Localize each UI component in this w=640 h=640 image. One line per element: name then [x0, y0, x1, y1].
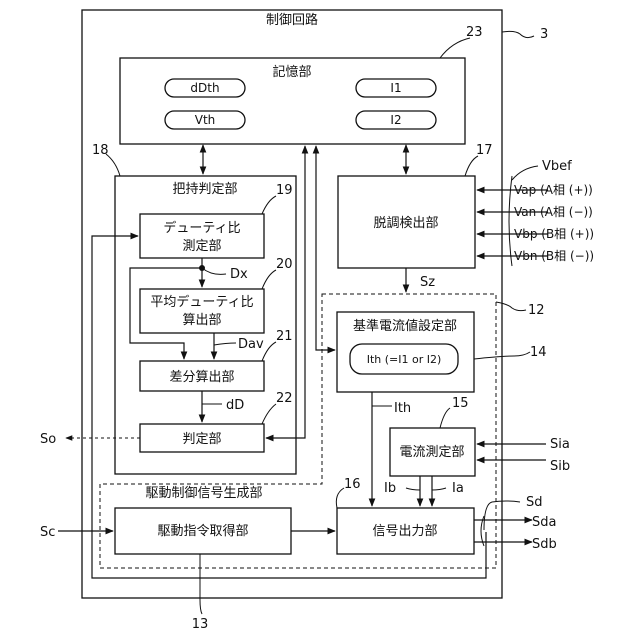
ref-13: 13 [192, 617, 209, 632]
ref-18: 18 [92, 143, 109, 158]
sz-label: Sz [420, 275, 435, 290]
vbef-label: Vbef [542, 159, 572, 174]
dav-label: Dav [238, 337, 264, 352]
ith-label: Ith [394, 401, 411, 416]
ref-12: 12 [528, 303, 545, 318]
storage-label: 記憶部 [272, 64, 311, 80]
ib-label: Ib [384, 481, 396, 496]
sib-label: Sib [550, 459, 570, 474]
ref-21: 21 [276, 329, 293, 344]
drive-cmd-label: 駆動指令取得部 [157, 523, 248, 539]
diff-calc-label: 差分算出部 [169, 370, 234, 385]
drive-gen-label: 駆動制御信号生成部 [145, 486, 262, 501]
sia-label: Sia [550, 437, 570, 452]
ref-15: 15 [452, 396, 469, 411]
ref-20: 20 [276, 257, 293, 272]
van-label: Van (A相 (−)) [514, 205, 593, 219]
vbef-leader [512, 166, 538, 180]
signal-out-label: 信号出力部 [372, 524, 437, 539]
i2-label: I2 [390, 113, 401, 127]
vth-label: Vth [195, 113, 216, 127]
control-circuit-label: 制御回路 [266, 12, 318, 28]
ref-17: 17 [476, 143, 493, 158]
ref-14: 14 [530, 345, 547, 360]
ref-19: 19 [276, 183, 293, 198]
duty-measure-label-1: デューティ比 [163, 220, 240, 236]
vbp-label: Vbp (B相 (+)) [514, 227, 594, 241]
dd-label: dD [226, 398, 244, 413]
so-label: So [40, 432, 56, 447]
ith-formula: Ith (=I1 or I2) [367, 353, 442, 366]
duty-measure-label-2: 測定部 [182, 239, 221, 254]
ref-leader-3 [502, 31, 534, 37]
vbn-label: Vbn (B相 (−)) [514, 249, 594, 263]
grip-judgment-label: 把持判定部 [172, 182, 237, 197]
vap-label: Vap (A相 (+)) [514, 183, 593, 197]
ref-16: 16 [344, 477, 361, 492]
sdb-label: Sdb [532, 537, 557, 552]
i1-label: I1 [390, 81, 401, 95]
dx-label: Dx [230, 267, 248, 282]
sc-label: Sc [40, 525, 55, 540]
sda-label: Sda [532, 515, 556, 530]
sd-label: Sd [526, 495, 543, 510]
avg-duty-label-1: 平均デューティ比 [150, 294, 253, 310]
current-measure-label: 電流測定部 [399, 445, 464, 460]
avg-duty-label-2: 算出部 [182, 313, 221, 328]
dDth-label: dDth [190, 81, 219, 95]
ref-22: 22 [276, 391, 293, 406]
judgment-label: 判定部 [182, 432, 221, 447]
ref-3: 3 [540, 27, 548, 42]
ref-current-label: 基準電流値設定部 [353, 318, 457, 334]
ref-23: 23 [466, 25, 483, 40]
ia-label: Ia [452, 481, 464, 496]
detune-detect-label: 脱調検出部 [373, 216, 438, 231]
